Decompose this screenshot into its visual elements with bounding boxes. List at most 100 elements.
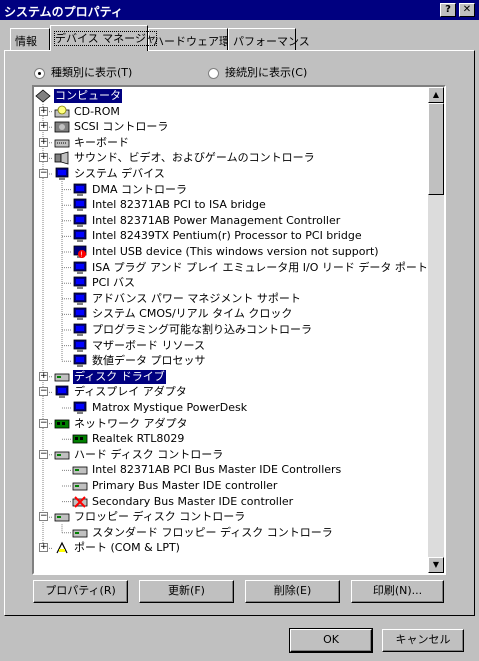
hdd-controller-icon xyxy=(54,448,70,462)
device-icon xyxy=(72,229,88,243)
expand-icon[interactable]: + xyxy=(39,542,48,553)
tree-item-device[interactable]: Secondary Bus Master IDE controller xyxy=(34,494,430,510)
expand-icon[interactable]: + xyxy=(39,136,48,147)
tree-item-device[interactable]: Intel 82371AB PCI Bus Master IDE Control… xyxy=(34,462,430,478)
tree-item-label: 数値データ プロセッサ xyxy=(92,354,206,368)
tree-item-device[interactable]: DMA コントローラ xyxy=(34,182,430,198)
scsi-controller-icon xyxy=(54,120,70,134)
tree-item-category[interactable]: +CD-ROM xyxy=(34,104,430,120)
remove-button[interactable]: 削除(E) xyxy=(245,580,340,603)
scroll-down-button[interactable]: ▼ xyxy=(428,557,444,573)
tree-item-device[interactable]: Matrox Mystique PowerDesk xyxy=(34,400,430,416)
tree-item-label: Intel 82371AB Power Management Controlle… xyxy=(92,213,341,227)
tree-item-category[interactable]: +ポート (COM & LPT) xyxy=(34,540,430,556)
svg-text:!: ! xyxy=(80,251,83,259)
hdd-controller-icon xyxy=(54,510,70,524)
expand-icon[interactable]: + xyxy=(39,370,48,381)
tree-item-label: アドバンス パワー マネジメント サポート xyxy=(92,291,301,305)
collapse-icon[interactable]: − xyxy=(39,386,48,397)
help-button[interactable]: ? xyxy=(440,3,456,17)
tree-item-label: Intel 82439TX Pentium(r) Processor to PC… xyxy=(92,229,362,243)
tree-item-label: Matrox Mystique PowerDesk xyxy=(92,401,248,414)
tree-item-label: ディスク ドライブ xyxy=(73,369,166,384)
tree-item-device[interactable]: Realtek RTL8029 xyxy=(34,431,430,447)
window-title: システムのプロパティ xyxy=(4,5,123,19)
tree-connector-lines xyxy=(42,104,71,549)
tree-item-label: コンピュータ xyxy=(54,89,122,103)
refresh-button[interactable]: 更新(F) xyxy=(139,580,234,603)
tree-item-root[interactable]: コンピュータ xyxy=(34,88,430,104)
expand-icon[interactable]: + xyxy=(39,121,48,132)
tree-item-device[interactable]: ISA プラグ アンド プレイ エミュレータ用 I/O リード データ ポート xyxy=(34,260,430,276)
keyboard-icon xyxy=(54,136,70,150)
tree-item-label: マザーボード リソース xyxy=(92,338,205,352)
tree-item-label: フロッピー ディスク コントローラ xyxy=(74,510,246,524)
device-icon xyxy=(72,261,88,275)
sound-icon xyxy=(54,151,70,165)
tree-item-category[interactable]: −ディスプレイ アダプタ xyxy=(34,384,430,400)
tree-item-label: システム CMOS/リアル タイム クロック xyxy=(92,307,293,321)
device-error-icon: ! xyxy=(72,245,88,259)
radio-view-by-type[interactable]: 種類別に表示(T) xyxy=(34,64,132,80)
tree-item-device[interactable]: PCI バス xyxy=(34,275,430,291)
device-icon xyxy=(72,354,88,368)
tree-item-category[interactable]: − フロッピー ディスク コントローラ xyxy=(34,509,430,525)
tree-item-device[interactable]: スタンダード フロッピー ディスク コントローラ xyxy=(34,525,430,541)
computer-icon xyxy=(35,89,51,103)
tab-device-manager[interactable]: デバイス マネージャ xyxy=(50,25,158,51)
tree-item-label: ハード ディスク コントローラ xyxy=(74,447,224,461)
tree-item-category[interactable]: − ハード ディスク コントローラ xyxy=(34,447,430,463)
tree-item-device[interactable]: Intel 82439TX Pentium(r) Processor to PC… xyxy=(34,228,430,244)
device-icon xyxy=(72,339,88,353)
tree-item-device[interactable]: システム CMOS/リアル タイム クロック xyxy=(34,306,430,322)
title-bar: システムのプロパティ ? ✕ xyxy=(0,0,479,20)
tree-item-device[interactable]: !Intel USB device (This windows version … xyxy=(34,244,430,260)
device-icon xyxy=(72,198,88,212)
collapse-icon[interactable]: − xyxy=(39,448,48,459)
device-icon xyxy=(72,307,88,321)
tree-item-device[interactable]: 数値データ プロセッサ xyxy=(34,353,430,369)
tree-item-category[interactable]: + ディスク ドライブ xyxy=(34,369,430,385)
tree-item-category[interactable]: + SCSI コントローラ xyxy=(34,119,430,135)
tree-item-category[interactable]: +サウンド、ビデオ、およびゲームのコントローラ xyxy=(34,150,430,166)
tree-item-device[interactable]: マザーボード リソース xyxy=(34,338,430,354)
ok-button[interactable]: OK xyxy=(289,628,373,653)
cdrom-icon xyxy=(54,105,70,119)
tab-info[interactable]: 情報 xyxy=(10,28,50,50)
tree-scrollbar[interactable]: ▲ ▼ xyxy=(428,87,444,573)
tree-item-category[interactable]: − ネットワーク アダプタ xyxy=(34,416,430,432)
device-icon xyxy=(72,292,88,306)
close-button[interactable]: ✕ xyxy=(459,3,475,17)
collapse-icon[interactable]: − xyxy=(39,511,48,522)
scroll-thumb[interactable] xyxy=(428,103,444,195)
properties-button[interactable]: プロパティ(R) xyxy=(33,580,128,603)
radio-unselected-icon xyxy=(208,67,219,79)
tree-item-device[interactable]: Primary Bus Master IDE controller xyxy=(34,478,430,494)
tree-item-label: Intel 82371AB PCI Bus Master IDE Control… xyxy=(92,463,342,477)
tab-performance[interactable]: パフォーマンス xyxy=(228,28,310,50)
tree-item-category[interactable]: −システム デバイス xyxy=(34,166,430,182)
network-card-icon xyxy=(72,432,88,446)
disk-drive-icon xyxy=(54,370,70,384)
radio-view-by-connection[interactable]: 接続別に表示(C) xyxy=(208,64,307,80)
monitor-icon xyxy=(72,401,88,415)
expand-icon[interactable]: + xyxy=(39,152,48,163)
scroll-up-button[interactable]: ▲ xyxy=(428,87,444,103)
tree-item-label: Intel 82371AB PCI to ISA bridge xyxy=(92,198,266,212)
expand-icon[interactable]: + xyxy=(39,105,48,116)
print-button[interactable]: 印刷(N)... xyxy=(351,580,444,603)
tree-item-label: PCI バス xyxy=(92,276,136,290)
tree-item-device[interactable]: アドバンス パワー マネジメント サポート xyxy=(34,291,430,307)
tree-item-label: SCSI コントローラ xyxy=(74,120,169,134)
device-tree[interactable]: コンピュータ+CD-ROM+SCSI コントローラ+キーボード+サウンド、ビデオ… xyxy=(32,85,446,575)
tab-hardware-profiles[interactable]: ハードウェア環境 xyxy=(148,28,241,50)
tree-item-device[interactable]: プログラミング可能な割り込みコントローラ xyxy=(34,322,430,338)
collapse-icon[interactable]: − xyxy=(39,417,48,428)
tree-item-device[interactable]: Intel 82371AB PCI to ISA bridge xyxy=(34,197,430,213)
collapse-icon[interactable]: − xyxy=(39,168,48,178)
tree-item-device[interactable]: Intel 82371AB Power Management Controlle… xyxy=(34,213,430,229)
tree-item-label: ネットワーク アダプタ xyxy=(74,416,188,430)
cancel-button[interactable]: キャンセル xyxy=(382,629,464,652)
hdd-controller-icon xyxy=(72,526,88,540)
tree-item-category[interactable]: +キーボード xyxy=(34,135,430,151)
